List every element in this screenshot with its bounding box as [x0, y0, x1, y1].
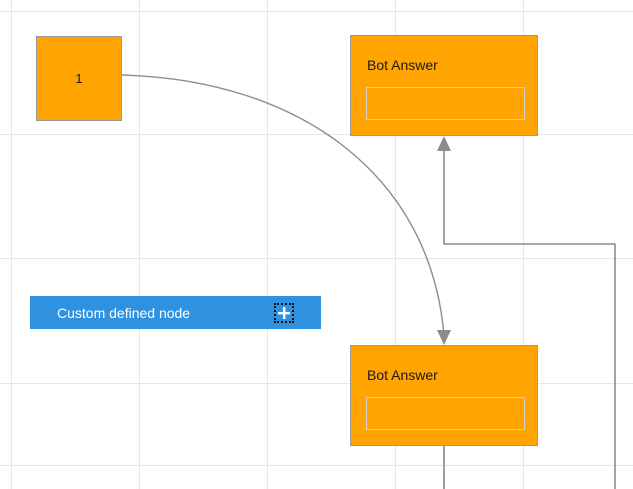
- grid-line-horizontal: [0, 383, 633, 384]
- node-bot-answer-field[interactable]: [366, 397, 525, 430]
- grid-line-horizontal: [0, 11, 633, 12]
- node-bot-answer-top[interactable]: Bot Answer: [350, 35, 538, 136]
- node-bot-answer-field[interactable]: [366, 87, 525, 120]
- grid-line-horizontal: [0, 258, 633, 259]
- node-index-label: 1: [75, 71, 83, 86]
- custom-defined-node-bar[interactable]: Custom defined node: [30, 296, 321, 329]
- node-bot-answer-bottom[interactable]: Bot Answer: [350, 345, 538, 446]
- plus-icon[interactable]: [274, 302, 294, 323]
- grid-line-horizontal: [0, 134, 633, 135]
- grid-line-vertical: [267, 0, 268, 489]
- node-index-1[interactable]: 1: [36, 36, 122, 121]
- grid-line-vertical: [139, 0, 140, 489]
- node-bot-answer-title: Bot Answer: [367, 57, 438, 73]
- grid-line-horizontal: [0, 465, 633, 466]
- custom-defined-node-label: Custom defined node: [57, 304, 191, 321]
- grid-line-vertical: [11, 0, 12, 489]
- node-bot-answer-title: Bot Answer: [367, 367, 438, 383]
